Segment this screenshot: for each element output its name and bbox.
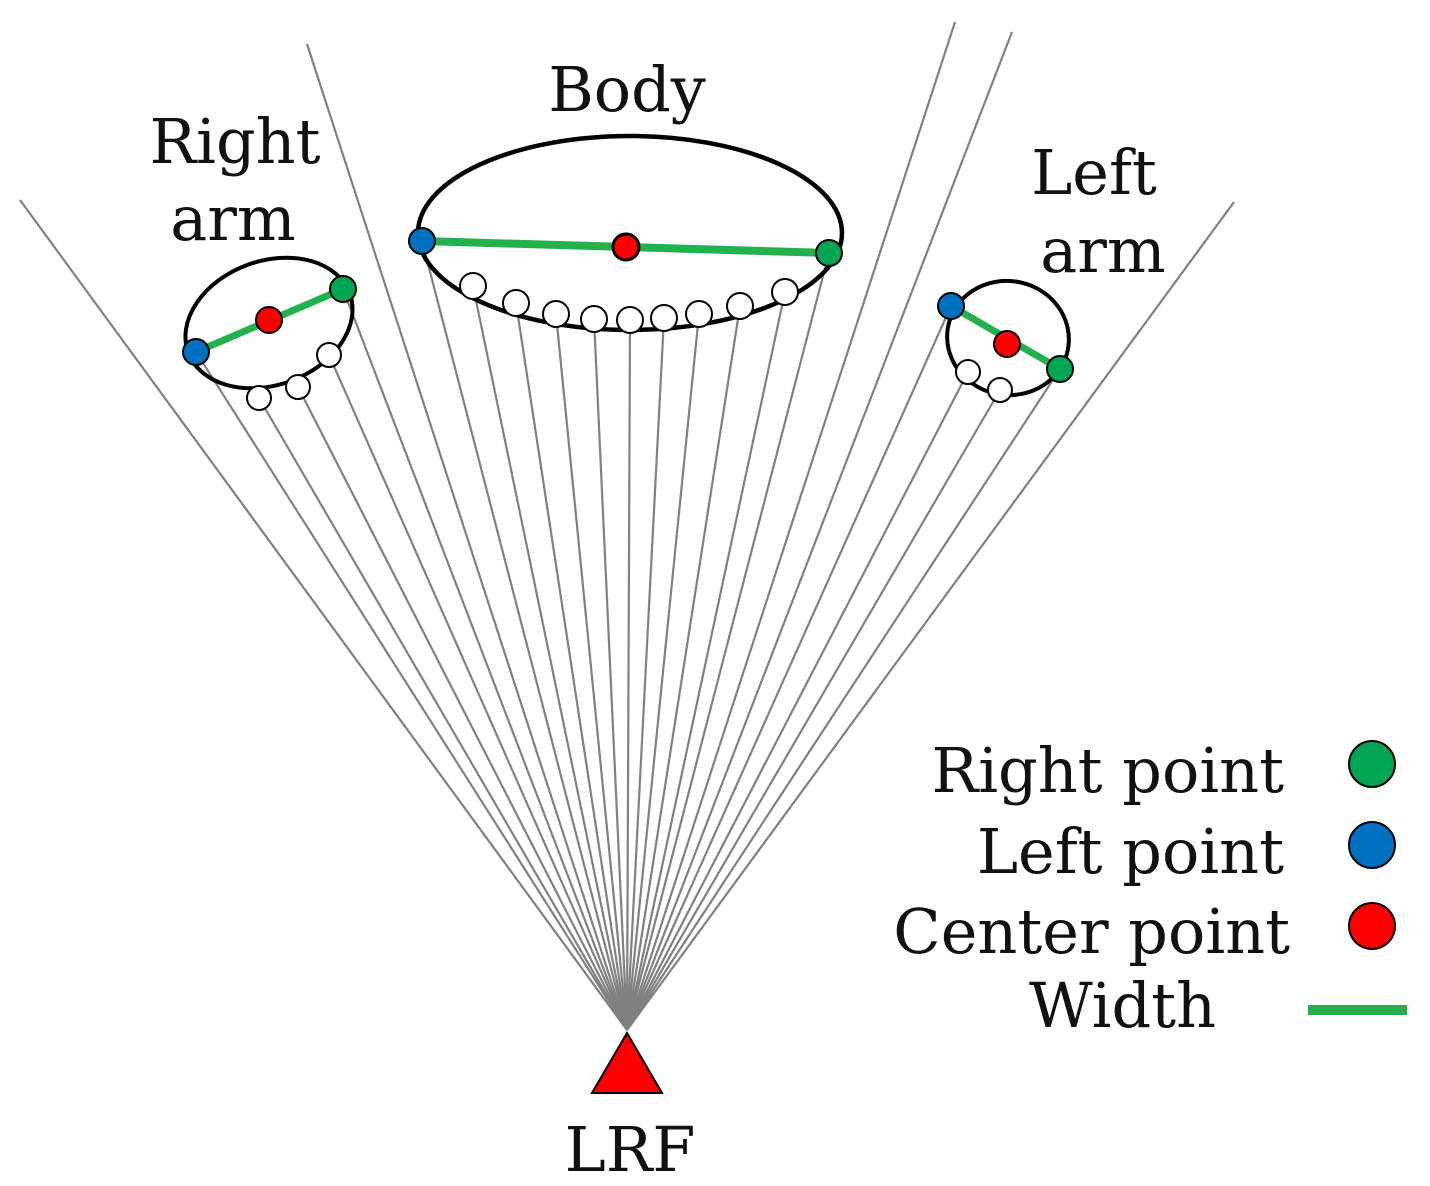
body-right-point [815, 239, 843, 267]
right-arm-left-point [182, 338, 210, 366]
legend-left-point-label: Left point [977, 815, 1284, 888]
scan-ray [305, 43, 629, 1031]
legend-left-point-marker [1348, 821, 1396, 869]
left-arm-group [937, 278, 1074, 403]
laser-scan-rays [19, 21, 1235, 1031]
right-arm-center-point [255, 306, 283, 334]
scan-ray [625, 252, 831, 1031]
body-scan-point [726, 292, 754, 320]
left-arm-right-point [1046, 355, 1074, 383]
legend-right-point-label: Right point [932, 734, 1285, 807]
legend-right-point-marker [1348, 740, 1396, 788]
body-scan-point [580, 305, 608, 333]
scan-ray [19, 199, 628, 1031]
scan-ray [420, 240, 629, 1031]
left-arm-label-line2: arm [1040, 214, 1165, 287]
body-left-point [408, 227, 436, 255]
scan-ray [625, 21, 957, 1031]
scan-ray [625, 305, 742, 1031]
right-arm-group [182, 255, 357, 411]
scan-ray [471, 285, 629, 1031]
scan-ray [626, 368, 1061, 1031]
left-arm-center-point [993, 330, 1021, 358]
scan-ray [625, 313, 701, 1031]
scan-ray [327, 354, 629, 1031]
scan-ray [592, 318, 629, 1031]
lrf-label: LRF [565, 1113, 696, 1186]
body-scan-point [650, 304, 678, 332]
scan-ray [625, 291, 787, 1031]
scan-ray [625, 319, 632, 1031]
left-arm-left-point [937, 292, 965, 320]
legend-width-label: Width [1029, 969, 1216, 1042]
right-arm-right-point [329, 275, 357, 303]
right-arm-scan-point [316, 342, 342, 368]
scan-ray [514, 302, 629, 1031]
scan-ray [625, 31, 1014, 1031]
scan-ray [625, 317, 666, 1031]
body-label: Body [548, 53, 706, 126]
right-arm-scan-point [246, 385, 272, 411]
legend-center-point-marker [1348, 902, 1396, 950]
body-scan-point [771, 278, 799, 306]
scan-ray [195, 351, 628, 1031]
scan-ray [554, 313, 629, 1031]
lrf-sensor-triangle [590, 1031, 664, 1094]
right-arm-scan-point [285, 374, 311, 400]
body-scan-point [502, 289, 530, 317]
left-arm-scan-point [987, 377, 1013, 403]
legend: Right point Left point Center point Widt… [893, 734, 1407, 1042]
body-scan-point [616, 306, 644, 334]
left-arm-scan-point [955, 359, 981, 385]
scan-ray [258, 397, 628, 1031]
scan-ray [626, 371, 969, 1031]
body-center-point [611, 232, 641, 262]
body-group [408, 133, 845, 334]
scan-ray [341, 288, 629, 1031]
right-arm-label-line2: arm [170, 182, 295, 255]
scan-ray [625, 305, 953, 1031]
scan-ray [626, 201, 1235, 1031]
body-scan-point [542, 300, 570, 328]
scan-ray [297, 386, 628, 1031]
body-scan-point [685, 300, 713, 328]
legend-center-point-label: Center point [893, 895, 1290, 968]
left-arm-label-line1: Left [1031, 136, 1157, 209]
scan-ray [626, 389, 1001, 1031]
right-arm-label-line1: Right [149, 105, 320, 178]
body-scan-point [459, 272, 487, 300]
